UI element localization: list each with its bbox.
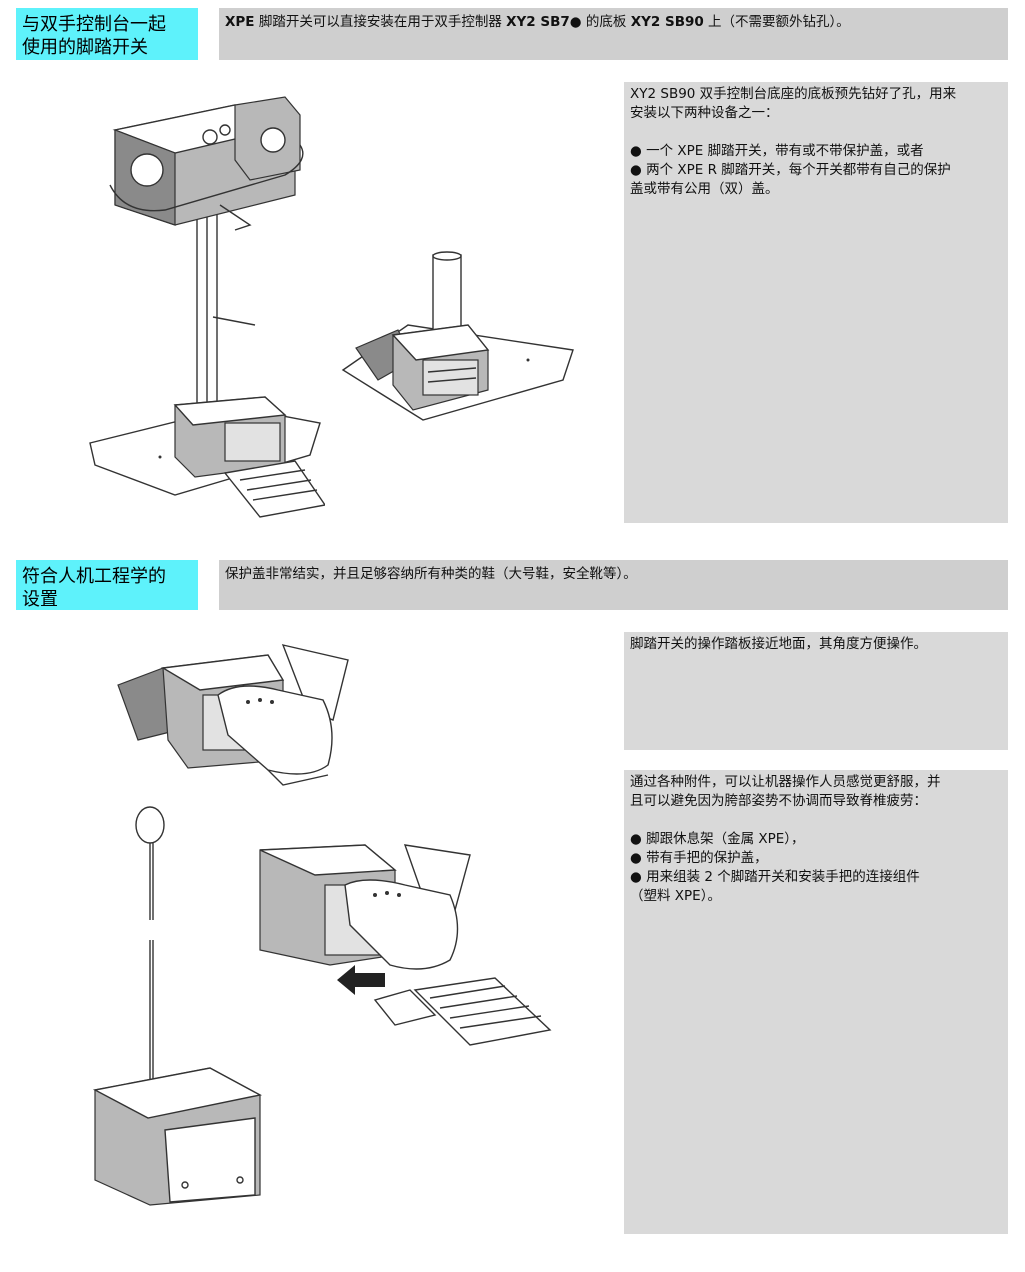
section2-bullet-3-line-2: （塑料 XPE）。 [630,888,721,904]
section1-bar-part-1: XPE [225,14,255,30]
cover-with-handle-illustration [92,806,263,1206]
section2-bullet-2: ● 带有手把的保护盖， [630,850,768,866]
section1-description-bar: XPE 脚踏开关可以直接安装在用于双手控制器 XY2 SB7● 的底板 XY2 … [219,8,1008,60]
section1-intro-line-2: 安装以下两种设备之一： [630,105,779,121]
section1-bullet-2-line-1: ● 两个 XPE R 脚踏开关，每个开关都带有自己的保护 [630,162,951,178]
section2-intro-line-1: 通过各种附件，可以让机器操作人员感觉更舒服，并 [630,774,941,790]
section1-tag-line-2: 使用的脚踏开关 [22,37,148,58]
section1-bullet-2-line-2: 盖或带有公用（双）盖。 [630,181,779,197]
section2-tag: 符合人机工程学的 设置 [16,560,198,610]
section2-info-panel-1: 脚踏开关的操作踏板接近地面，其角度方便操作。 [624,632,1008,750]
section1-intro-line-1: XY2 SB90 双手控制台底座的底板预先钻好了孔，用来 [630,86,957,102]
section2-panel1-text: 脚踏开关的操作踏板接近地面，其角度方便操作。 [630,636,927,652]
section2-intro-line-2: 且可以避免因为胯部姿势不协调而导致脊椎疲劳： [630,793,927,809]
section1-bar-part-4: 的底板 [581,14,631,30]
section2-bullet-1: ● 脚跟休息架（金属 XPE）， [630,831,805,847]
control-station-illustration [89,96,325,518]
boot-on-pedal-illustration [117,644,349,786]
foot-switch-plate-illustration [341,251,574,421]
section2-tag-line-1: 符合人机工程学的 [22,566,166,587]
section2-tag-line-2: 设置 [22,589,58,610]
section1-bar-part-5: XY2 SB90 [630,14,704,30]
section1-tag-line-1: 与双手控制台一起 [22,14,166,35]
section2-description-bar: 保护盖非常结实，并且足够容纳所有种类的鞋（大号鞋，安全靴等）。 [219,560,1008,610]
section1-bar-part-2: 脚踏开关可以直接安装在用于双手控制器 [254,14,507,30]
section2-bullet-3-line-1: ● 用来组装 2 个脚踏开关和安装手把的连接组件 [630,869,920,885]
section1-bar-part-6: 上（不需要额外钻孔）。 [703,14,850,30]
section2-info-panel-2: 通过各种附件，可以让机器操作人员感觉更舒服，并 且可以避免因为胯部姿势不协调而导… [624,770,1008,1234]
section2-bar-text: 保护盖非常结实，并且足够容纳所有种类的鞋（大号鞋，安全靴等）。 [225,566,637,582]
heel-rest-illustration [259,844,552,1046]
section1-tag: 与双手控制台一起 使用的脚踏开关 [16,8,198,60]
section1-info-panel: XY2 SB90 双手控制台底座的底板预先钻好了孔，用来 安装以下两种设备之一：… [624,82,1008,523]
section1-bullet-1: ● 一个 XPE 脚踏开关，带有或不带保护盖，或者 [630,143,924,159]
section1-bar-part-3: XY2 SB7● [506,14,582,30]
